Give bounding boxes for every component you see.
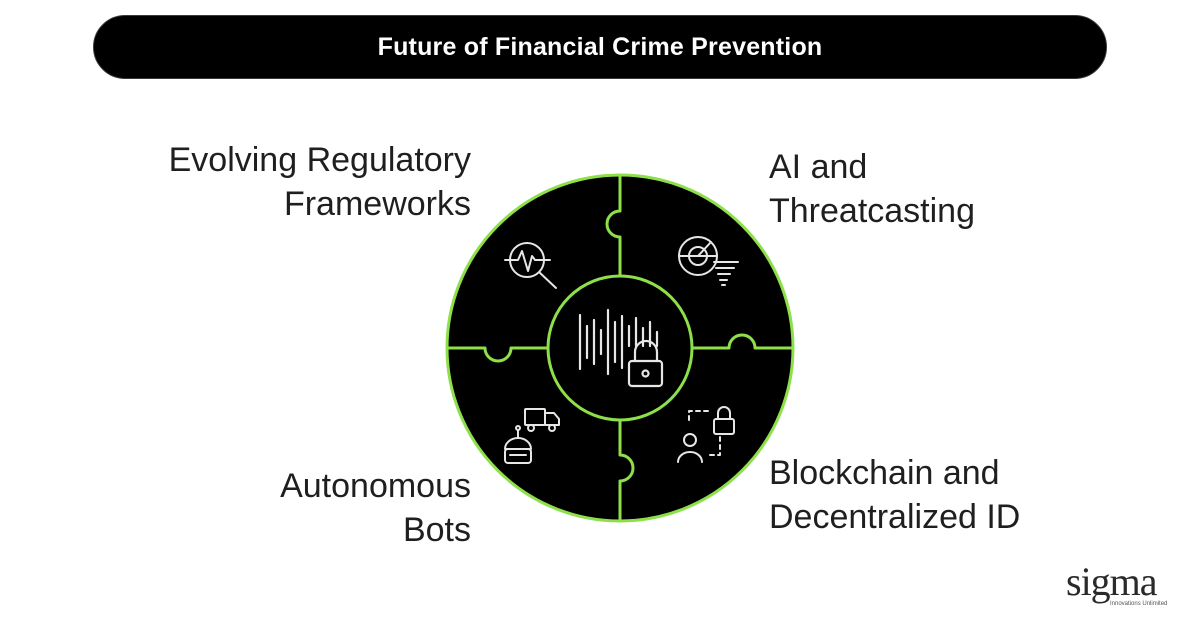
user-lock-icon	[677, 406, 735, 463]
center-circle	[546, 274, 694, 422]
label-line: Threatcasting	[769, 192, 975, 230]
label-evolving-regulatory-frameworks: Evolving Regulatory Frameworks	[169, 138, 471, 226]
label-autonomous-bots: Autonomous Bots	[280, 464, 471, 552]
sigma-logo: sigma Innovations Unlimited	[1066, 562, 1184, 612]
robot-truck-icon	[504, 408, 560, 464]
title-bar: Future of Financial Crime Prevention	[93, 15, 1107, 79]
label-blockchain-decentralized-id: Blockchain and Decentralized ID	[769, 451, 1020, 539]
magnifier-pulse-icon	[504, 242, 557, 289]
page-title: Future of Financial Crime Prevention	[377, 32, 823, 61]
radar-tornado-icon	[678, 236, 739, 286]
logo-wordmark: sigma	[1066, 559, 1158, 604]
puzzle-seams	[445, 173, 795, 523]
label-line: Bots	[402, 511, 471, 549]
soundwave-lock-icon	[578, 308, 664, 388]
label-line: Blockchain and	[769, 454, 1000, 492]
label-line: Autonomous	[280, 467, 471, 505]
label-line: Evolving Regulatory	[168, 141, 471, 179]
label-line: Decentralized ID	[769, 498, 1021, 536]
label-line: AI and	[769, 148, 868, 186]
label-line: Frameworks	[283, 185, 471, 223]
label-ai-threatcasting: AI and Threatcasting	[769, 145, 975, 233]
logo-tagline: Innovations Unlimited	[1110, 601, 1168, 607]
